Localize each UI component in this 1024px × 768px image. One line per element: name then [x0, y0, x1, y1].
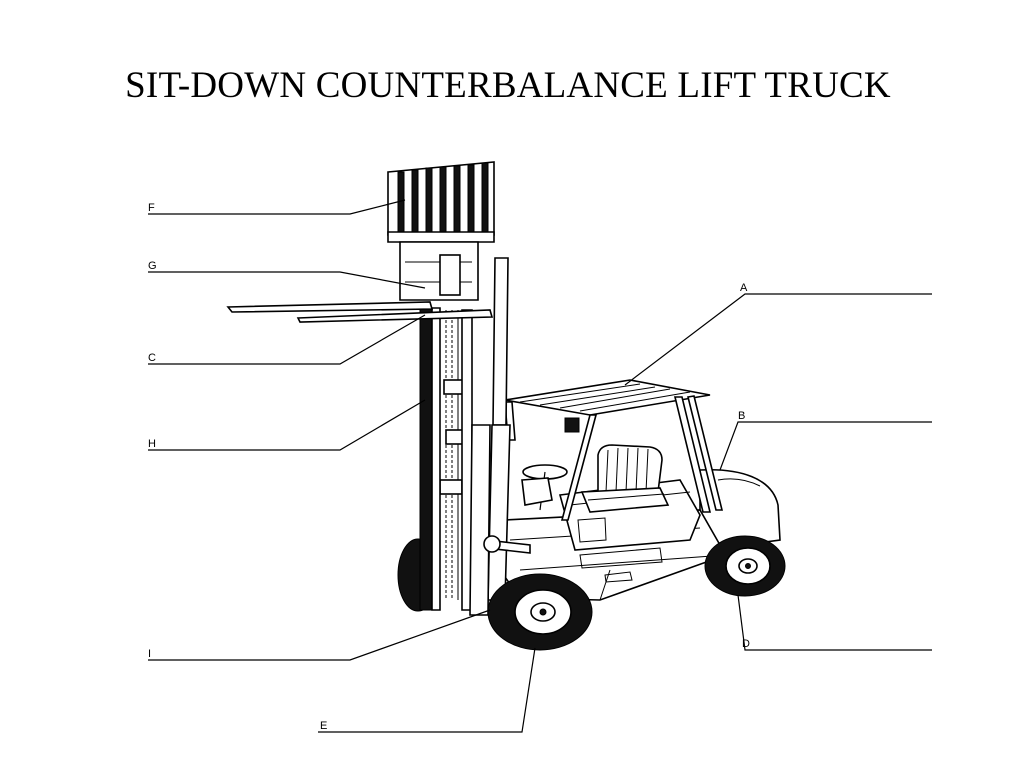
operator-seat [580, 444, 670, 513]
callout-line-d [737, 594, 932, 651]
callout-line-i [148, 609, 491, 661]
callout-lines [148, 199, 932, 733]
slide-title: SIT-DOWN COUNTERBALANCE LIFT TRUCK [125, 65, 891, 106]
callout-line-h [148, 399, 426, 451]
label-c: C [148, 352, 156, 364]
callout-line-e [318, 647, 536, 733]
callout-line-g [148, 271, 426, 289]
rear-wheel [704, 535, 786, 597]
label-b: B [738, 410, 745, 422]
overhead-guard [504, 379, 724, 521]
label-f: F [148, 202, 155, 214]
label-d: D [742, 638, 750, 650]
callout-line-b [719, 421, 932, 471]
label-g: G [148, 260, 157, 272]
steering-wheel [521, 464, 568, 511]
callout-labels: F G C H I E A B D [148, 202, 750, 732]
label-i: I [148, 648, 151, 660]
label-a: A [740, 282, 748, 294]
front-wheel [487, 573, 593, 651]
forks [226, 301, 494, 323]
callout-line-f [148, 199, 406, 215]
mast-rear [487, 257, 511, 601]
carriage [399, 241, 479, 301]
mast-front [419, 307, 491, 616]
load-backrest [387, 161, 495, 243]
tilt-cylinder [483, 535, 531, 554]
callout-line-c [148, 314, 426, 365]
label-h: H [148, 438, 156, 450]
callout-line-a [624, 293, 932, 386]
label-e: E [320, 720, 327, 732]
forklift-illustration [226, 161, 786, 651]
counterweight [699, 468, 781, 549]
